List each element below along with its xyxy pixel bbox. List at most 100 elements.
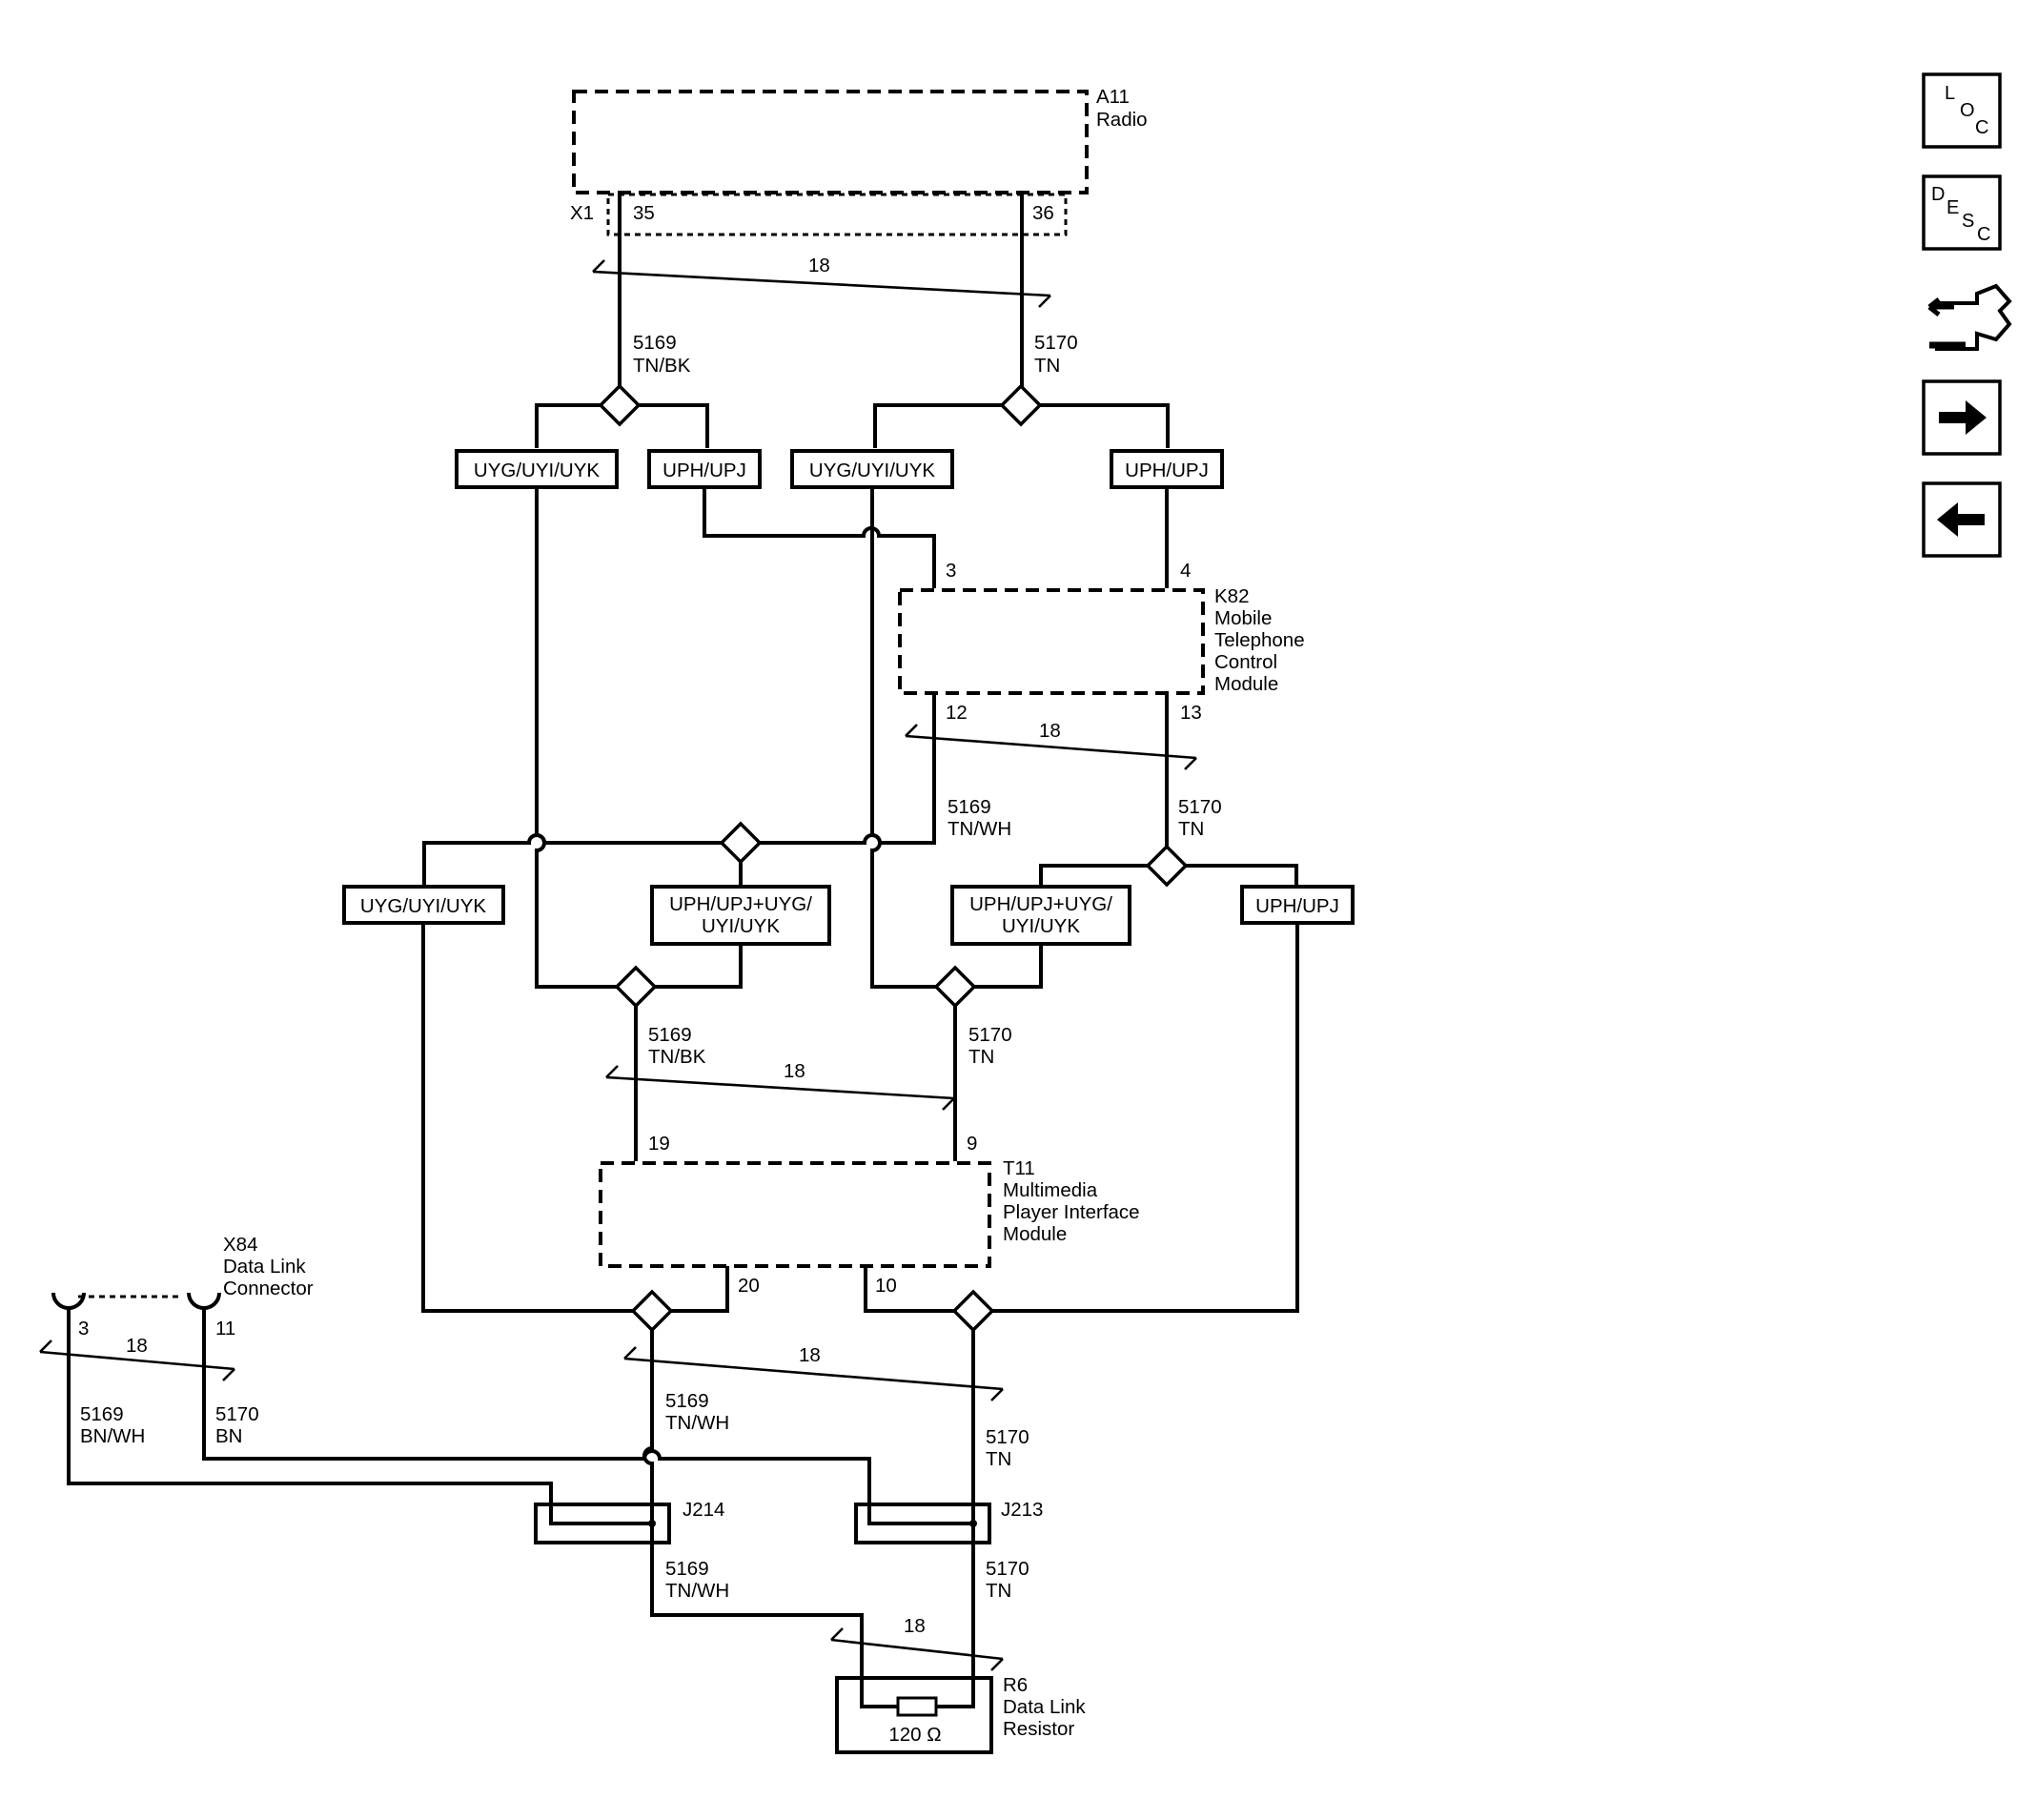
option-box: UYG/UYI/UYK bbox=[455, 449, 619, 489]
option-box: UPH/UPJ bbox=[647, 449, 762, 489]
svg-text:UYI/UYK: UYI/UYK bbox=[1002, 915, 1080, 937]
svg-text:UYG/UYI/UYK: UYG/UYI/UYK bbox=[474, 460, 600, 481]
option-box: UPH/UPJ bbox=[1240, 885, 1355, 925]
svg-text:L: L bbox=[1945, 83, 1955, 104]
svg-text:TN: TN bbox=[968, 1046, 994, 1068]
splice-pack-j214: J214 bbox=[534, 1499, 724, 1544]
nav-toolbar: L O C D E S C bbox=[1922, 72, 2012, 558]
splice-diamond bbox=[598, 383, 642, 427]
svg-text:5169: 5169 bbox=[665, 1390, 709, 1412]
desc-button[interactable]: D E S C bbox=[1922, 174, 2002, 251]
svg-text:Telephone: Telephone bbox=[1214, 629, 1305, 651]
twisted-pair-marker: 18 bbox=[39, 1335, 235, 1381]
svg-text:3: 3 bbox=[78, 1318, 89, 1339]
svg-text:TN: TN bbox=[986, 1580, 1011, 1602]
multimedia-player-interface-module: 19 9 T11 Multimedia Player Interface Mod… bbox=[599, 1133, 1140, 1297]
splice-diamond bbox=[951, 1289, 995, 1333]
svg-text:X1: X1 bbox=[570, 202, 594, 224]
svg-text:TN/WH: TN/WH bbox=[665, 1580, 729, 1602]
svg-text:C: C bbox=[1975, 117, 1988, 138]
svg-text:UYG/UYI/UYK: UYG/UYI/UYK bbox=[360, 895, 486, 917]
svg-text:5170: 5170 bbox=[215, 1403, 259, 1425]
svg-text:A11: A11 bbox=[1096, 86, 1130, 108]
svg-text:UYG/UYI/UYK: UYG/UYI/UYK bbox=[809, 460, 935, 481]
splice-diamond bbox=[999, 383, 1043, 427]
svg-text:J214: J214 bbox=[683, 1499, 724, 1521]
svg-text:Data Link: Data Link bbox=[1003, 1696, 1086, 1718]
svg-text:Player Interface: Player Interface bbox=[1003, 1201, 1140, 1223]
previous-button[interactable] bbox=[1922, 481, 2002, 558]
splice-pack-j213: J213 bbox=[854, 1499, 1043, 1544]
splice-diamond bbox=[719, 821, 763, 865]
loc-button[interactable]: L O C bbox=[1922, 72, 2002, 149]
svg-text:UPH/UPJ: UPH/UPJ bbox=[1255, 895, 1339, 917]
svg-text:18: 18 bbox=[1039, 720, 1061, 742]
svg-text:D: D bbox=[1931, 184, 1945, 205]
twisted-pair-marker: 18 bbox=[905, 720, 1197, 770]
svg-text:Mobile: Mobile bbox=[1214, 607, 1272, 629]
svg-text:Radio: Radio bbox=[1096, 109, 1148, 131]
radio-module: A11 Radio X1 35 36 bbox=[570, 86, 1148, 236]
svg-text:5170: 5170 bbox=[986, 1558, 1029, 1580]
twisted-pair-marker: 18 bbox=[605, 1060, 955, 1111]
svg-text:13: 13 bbox=[1180, 702, 1202, 724]
splice-diamond bbox=[630, 1289, 674, 1333]
svg-text:Data Link: Data Link bbox=[223, 1256, 306, 1278]
svg-text:20: 20 bbox=[738, 1275, 760, 1297]
svg-text:18: 18 bbox=[808, 255, 830, 276]
splice-diamond bbox=[614, 965, 658, 1009]
svg-text:10: 10 bbox=[875, 1275, 897, 1297]
svg-text:5169: 5169 bbox=[665, 1558, 709, 1580]
svg-text:TN/WH: TN/WH bbox=[665, 1412, 729, 1434]
option-box: UYG/UYI/UYK bbox=[342, 885, 505, 925]
splice-diamond bbox=[933, 965, 977, 1009]
svg-text:35: 35 bbox=[633, 202, 655, 224]
svg-text:9: 9 bbox=[967, 1133, 977, 1155]
twisted-pair-marker: 18 bbox=[623, 1344, 1004, 1401]
svg-text:18: 18 bbox=[126, 1335, 148, 1357]
svg-text:R6: R6 bbox=[1003, 1674, 1028, 1696]
svg-text:BN: BN bbox=[215, 1425, 242, 1447]
svg-text:J213: J213 bbox=[1001, 1499, 1043, 1521]
svg-text:UPH/UPJ: UPH/UPJ bbox=[662, 460, 746, 481]
twisted-pair-marker: 18 bbox=[830, 1615, 1004, 1671]
svg-text:UPH/UPJ+UYG/: UPH/UPJ+UYG/ bbox=[669, 893, 812, 915]
data-link-resistor: 120 Ω R6 Data Link Resistor bbox=[835, 1674, 1086, 1754]
svg-text:5170: 5170 bbox=[986, 1426, 1029, 1448]
svg-text:5170: 5170 bbox=[1034, 332, 1078, 354]
svg-text:5169: 5169 bbox=[648, 1024, 692, 1046]
svg-text:5169: 5169 bbox=[948, 796, 991, 818]
svg-text:TN/WH: TN/WH bbox=[948, 818, 1011, 840]
svg-text:18: 18 bbox=[799, 1344, 821, 1366]
svg-text:BN/WH: BN/WH bbox=[80, 1425, 145, 1447]
svg-text:TN: TN bbox=[986, 1448, 1011, 1470]
svg-text:Multimedia: Multimedia bbox=[1003, 1179, 1098, 1201]
svg-text:11: 11 bbox=[215, 1318, 235, 1339]
svg-text:TN/BK: TN/BK bbox=[633, 355, 691, 377]
svg-text:5170: 5170 bbox=[1178, 796, 1222, 818]
svg-text:C: C bbox=[1977, 224, 1990, 245]
svg-text:X84: X84 bbox=[223, 1234, 257, 1256]
svg-text:UPH/UPJ+UYG/: UPH/UPJ+UYG/ bbox=[969, 893, 1112, 915]
svg-text:Module: Module bbox=[1003, 1223, 1067, 1245]
twisted-pair-marker: 18 bbox=[592, 255, 1051, 308]
svg-text:TN: TN bbox=[1178, 818, 1204, 840]
svg-text:Module: Module bbox=[1214, 673, 1278, 695]
svg-text:5169: 5169 bbox=[80, 1403, 124, 1425]
next-button[interactable] bbox=[1922, 379, 2002, 456]
svg-text:5170: 5170 bbox=[968, 1024, 1012, 1046]
option-box: UPH/UPJ bbox=[1110, 449, 1224, 489]
svg-text:TN/BK: TN/BK bbox=[648, 1046, 706, 1068]
svg-text:S: S bbox=[1962, 211, 1974, 232]
svg-text:18: 18 bbox=[784, 1060, 805, 1082]
svg-text:12: 12 bbox=[946, 702, 968, 724]
svg-text:4: 4 bbox=[1180, 560, 1191, 582]
svg-text:O: O bbox=[1960, 100, 1975, 121]
right-arrow-icon bbox=[1939, 400, 1987, 435]
svg-text:UPH/UPJ: UPH/UPJ bbox=[1125, 460, 1209, 481]
svg-text:18: 18 bbox=[904, 1615, 926, 1637]
connector-end-view-icon[interactable] bbox=[1927, 283, 2012, 351]
svg-text:K82: K82 bbox=[1214, 585, 1249, 607]
splice-diamond bbox=[1145, 844, 1189, 888]
